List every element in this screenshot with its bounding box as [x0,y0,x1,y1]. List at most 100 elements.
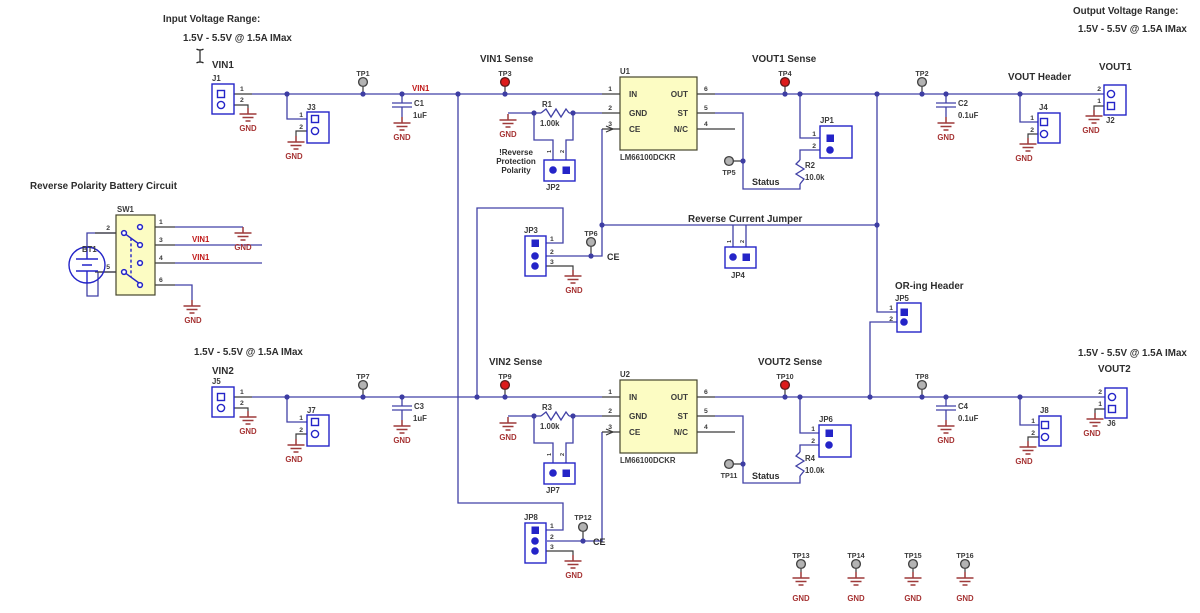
svg-text:R2: R2 [805,161,816,170]
tp2-pad [916,76,928,88]
svg-text:0.1uF: 0.1uF [958,111,979,120]
svg-text:1: 1 [547,453,553,456]
status1-label: Status [752,177,780,187]
vin2-sense-title: VIN2 Sense [489,357,543,368]
reverse-protection-line3: Polarity [501,166,531,175]
svg-text:2: 2 [812,143,816,150]
svg-text:2: 2 [740,240,746,243]
svg-text:TP5: TP5 [722,168,735,177]
svg-text:TP16: TP16 [956,551,973,560]
svg-text:2: 2 [1098,389,1102,396]
u2-part-number: LM66100DCKR [620,456,676,465]
svg-text:GND: GND [239,427,257,436]
text-cursor-icon [196,48,204,64]
vin1-sense-title: VIN1 Sense [480,54,534,65]
svg-text:2: 2 [1030,127,1034,134]
svg-text:GND: GND [285,152,303,161]
svg-text:J2: J2 [1106,116,1115,125]
svg-text:3: 3 [550,544,554,551]
u1-pin-st: ST [678,109,688,118]
svg-text:TP1: TP1 [356,69,369,78]
jumper-jp7: JP7 1 2 [543,453,576,495]
svg-text:1: 1 [299,112,303,119]
reverse-protection-line2: Protection [496,157,536,166]
vout1-sense-title: VOUT1 Sense [752,54,817,65]
vin2-spec: 1.5V - 5.5V @ 1.5A IMax [194,347,303,358]
svg-text:1uF: 1uF [413,111,427,120]
svg-text:GND: GND [937,133,955,142]
reverse-polarity-title: Reverse Polarity Battery Circuit [30,181,178,192]
svg-text:GND: GND [184,316,202,325]
svg-text:1: 1 [608,86,612,93]
input-voltage-spec: 1.5V - 5.5V @ 1.5A IMax [183,33,292,44]
battery-bt1: BT1 [68,245,106,284]
svg-text:J3: J3 [307,103,316,112]
vin1-header: VIN1 [212,60,234,71]
svg-text:C2: C2 [958,99,969,108]
tp3-pad [499,76,511,88]
svg-text:GND: GND [1015,154,1033,163]
titles: Input Voltage Range: 1.5V - 5.5V @ 1.5A … [30,6,1187,547]
svg-text:2: 2 [550,534,554,541]
junction-dots [284,91,1023,544]
svg-text:1.00k: 1.00k [540,119,560,128]
ground-symbols [182,107,1105,586]
svg-text:0.1uF: 0.1uF [958,414,979,423]
ce-input-arrow [605,428,615,436]
svg-text:TP8: TP8 [915,372,928,381]
svg-text:GND: GND [847,594,865,603]
svg-text:1: 1 [159,219,163,226]
svg-text:TP7: TP7 [356,372,369,381]
ce1-label: CE [607,252,620,262]
svg-text:3: 3 [550,259,554,266]
output-voltage-spec: 1.5V - 5.5V @ 1.5A IMax [1078,24,1187,35]
svg-text:ST: ST [678,412,688,421]
connector-j8: J8 1 2 [1031,406,1062,447]
svg-text:5: 5 [704,408,708,415]
svg-text:JP7: JP7 [546,486,560,495]
jumper-jp3: JP3 1 2 3 [524,226,554,277]
svg-text:JP8: JP8 [524,513,539,522]
svg-text:1: 1 [550,523,554,530]
svg-text:1: 1 [889,305,893,312]
connector-j7: J7 1 2 [299,406,330,447]
svg-text:TP9: TP9 [498,372,511,381]
tp8-pad [916,379,928,391]
vout2-header: VOUT2 [1098,364,1131,375]
svg-text:GND: GND [565,571,583,580]
svg-text:J7: J7 [307,406,316,415]
connector-j4: J4 1 2 [1030,103,1061,144]
vin1-net-label: VIN1 [412,84,430,93]
svg-text:TP6: TP6 [584,229,597,238]
capacitor-c1: C1 1uF [392,99,427,120]
output-voltage-range-title: Output Voltage Range: [1073,6,1178,17]
svg-text:2: 2 [550,249,554,256]
svg-text:GND: GND [1082,126,1100,135]
connector-j6: J6 2 1 [1098,387,1128,428]
svg-text:GND: GND [393,133,411,142]
svg-text:TP4: TP4 [778,69,791,78]
u1-pin-in: IN [629,90,637,99]
ce2-label: CE [593,537,606,547]
svg-text:3: 3 [608,121,612,128]
svg-text:J6: J6 [1107,419,1116,428]
svg-text:JP5: JP5 [895,294,910,303]
svg-text:GND: GND [937,436,955,445]
svg-text:GND: GND [499,433,517,442]
tp15-pad [907,558,919,570]
ic-u1: U1 LM66100DCKR IN GND CE OUT ST N/C 1 2 … [605,67,708,162]
vin1-net-label-sw4: VIN1 [192,253,210,262]
jumper-jp5: JP5 1 2 [889,294,922,333]
svg-text:5: 5 [704,105,708,112]
svg-text:C1: C1 [414,99,425,108]
svg-text:10.0k: 10.0k [805,173,825,182]
svg-text:1: 1 [1097,98,1101,105]
net-wires [86,93,1105,542]
resistor-r3: R3 1.00k [540,403,570,431]
resistor-r2: R2 10.0k [794,159,825,185]
input-voltage-range-title: Input Voltage Range: [163,14,260,25]
u1-refdes: U1 [620,67,631,76]
svg-text:6: 6 [159,277,163,284]
svg-text:1: 1 [1030,115,1034,122]
